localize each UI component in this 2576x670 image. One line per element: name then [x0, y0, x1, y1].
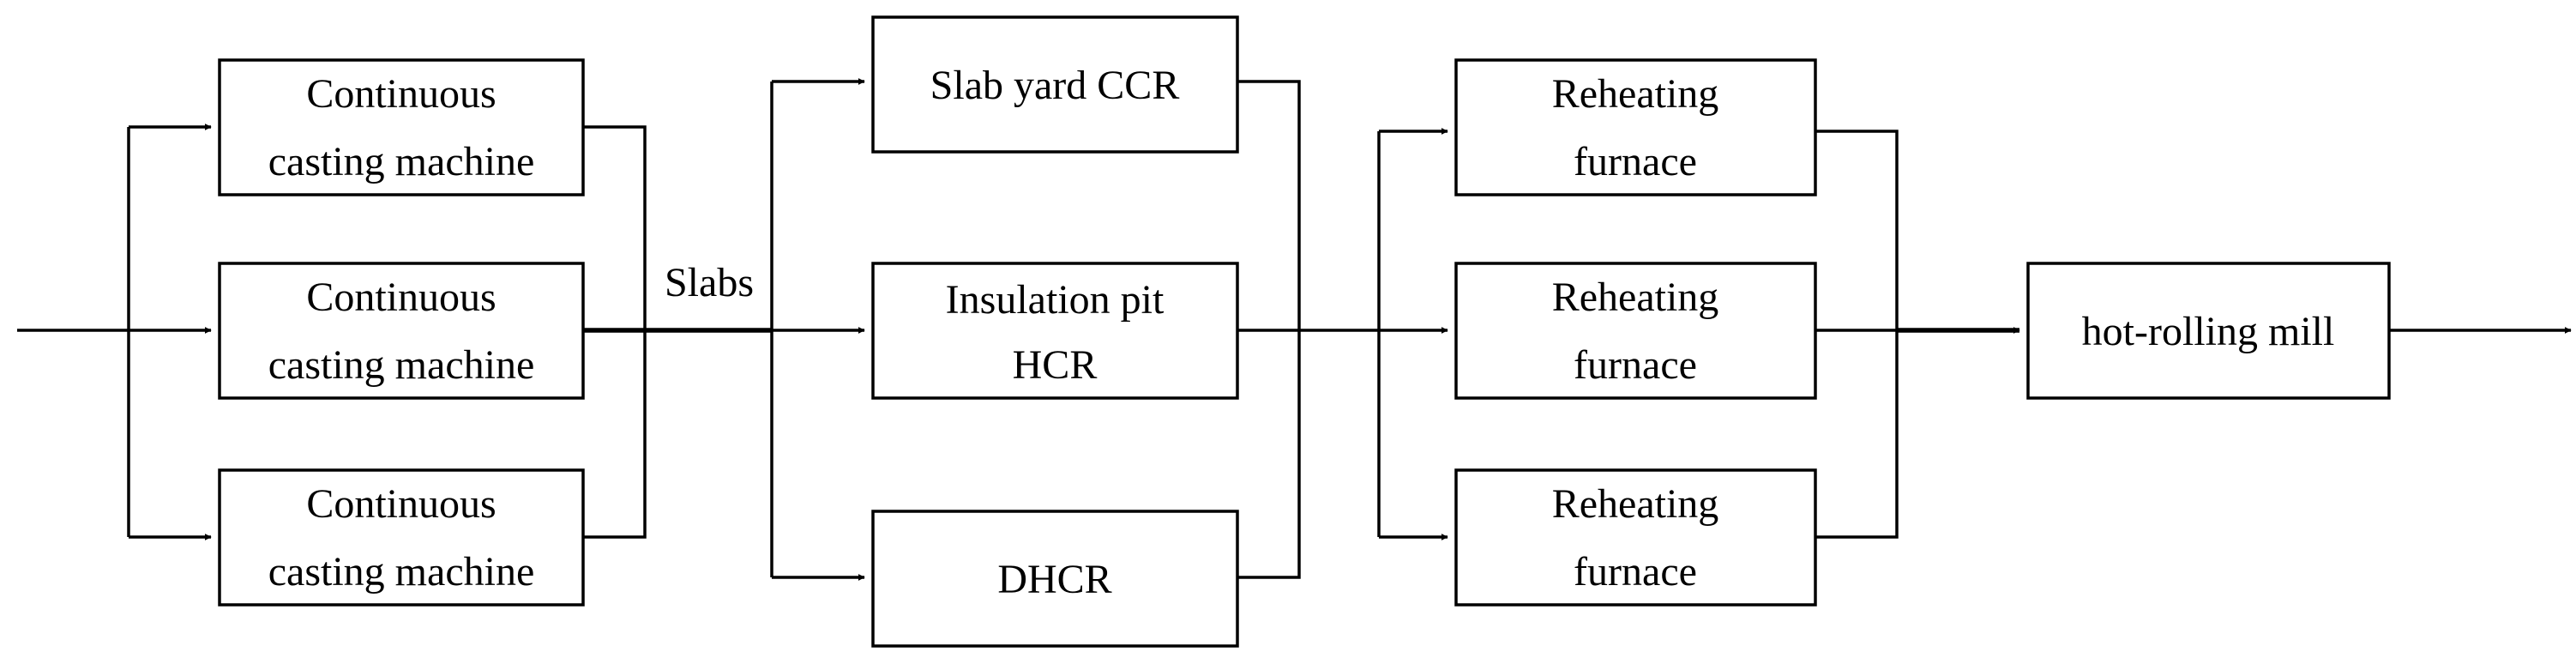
furnace-1-line1: Reheating — [1552, 71, 1719, 117]
reheating-furnace-node-2: Reheating furnace — [1454, 262, 1817, 400]
insulation-pit-hcr-node: Insulation pit HCR — [871, 262, 1239, 400]
caster-node-3: Continuous casting machine — [218, 468, 585, 607]
caster-3-line2: casting machine — [268, 549, 535, 595]
furnace-output-bus — [1815, 130, 1899, 539]
slabs-label: Slabs — [665, 260, 754, 305]
slab-yard-ccr-label: Slab yard CCR — [930, 63, 1180, 108]
insulation-pit-label-line1: Insulation pit — [946, 277, 1165, 323]
caster-1-line1: Continuous — [306, 71, 496, 117]
reheating-furnace-node-3: Reheating furnace — [1454, 468, 1817, 607]
slab-yard-ccr-node: Slab yard CCR — [871, 15, 1239, 154]
furnace-2-line1: Reheating — [1552, 275, 1719, 320]
caster-node-2: Continuous casting machine — [218, 262, 585, 400]
hot-rolling-mill-label: hot-rolling mill — [2082, 309, 2335, 354]
furnace-3-line1: Reheating — [1552, 481, 1719, 527]
caster-2-line2: casting machine — [268, 342, 535, 388]
caster-2-line1: Continuous — [306, 275, 496, 320]
caster-1-line2: casting machine — [268, 139, 535, 184]
insulation-pit-label-line2: HCR — [1013, 342, 1098, 388]
dhcr-node: DHCR — [871, 510, 1239, 648]
hot-rolling-mill-node: hot-rolling mill — [2026, 262, 2391, 400]
dhcr-label: DHCR — [997, 557, 1111, 602]
furnace-1-line2: furnace — [1574, 139, 1697, 184]
furnace-2-line2: furnace — [1574, 342, 1697, 388]
caster-node-1: Continuous casting machine — [218, 58, 585, 196]
reheating-furnace-node-1: Reheating furnace — [1454, 58, 1817, 196]
furnace-3-line2: furnace — [1574, 549, 1697, 595]
caster-3-line1: Continuous — [306, 481, 496, 527]
